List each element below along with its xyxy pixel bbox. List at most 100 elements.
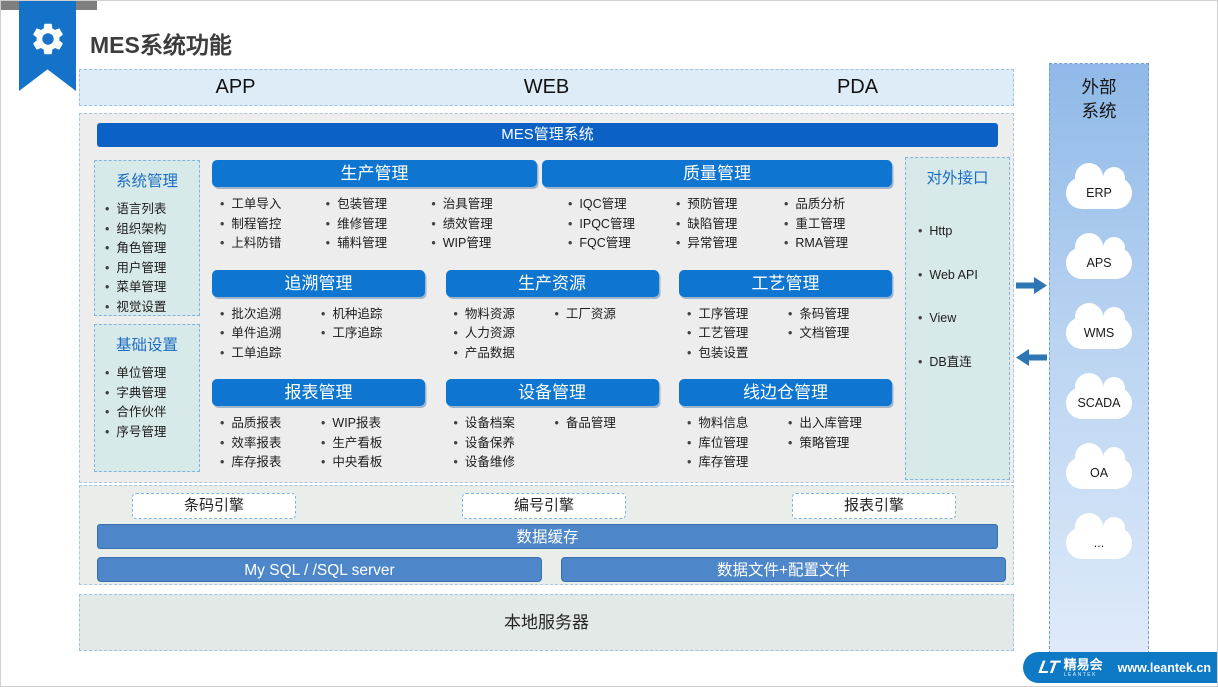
modules-grid: 生产管理 工单导入制程管控上料防错 包装管理维修管理辅料管理 治具管理绩效管理W… [212,160,892,489]
list-item: 角色管理 [105,239,199,259]
module-header: 生产资源 [445,269,659,297]
list-item: 人力资源 [454,324,555,344]
system-management-list: 语言列表组织架构角色管理用户管理菜单管理视觉设置 [105,200,199,317]
cloud-icon: WMS [1066,303,1132,350]
brand-name-block: 精易会 LEANTEK [1064,658,1103,678]
list-item: 包装设置 [687,344,788,364]
list-item: 辅料管理 [326,234,432,254]
list-item: 上料防错 [220,234,326,254]
cloud-icon: OA [1066,443,1132,490]
list-item: 机种追踪 [321,305,422,325]
brand-url: www.leantek.cn [1117,660,1211,675]
data-cache-bar: 数据缓存 [97,524,998,549]
module-header: 线边仓管理 [679,379,892,406]
item-column: 预防管理缺陷管理异常管理 [676,195,784,254]
engine-box: 条码引擎 [132,493,296,519]
list-item: 备品管理 [555,414,656,434]
item-column: 工序管理工艺管理包装设置 [687,305,788,364]
module-quality: 质量管理 IQC管理IPQC管理FQC管理 预防管理缺陷管理异常管理 品质分析重… [542,160,892,254]
item-column: 设备档案设备保养设备维修 [454,414,555,473]
cloud-system-label: WMS [1083,326,1115,341]
interface-list: HttpWeb API ViewDB直连 [918,222,1009,372]
list-item: 库位管理 [687,434,788,454]
list-item: 用户管理 [105,259,199,279]
cloud-system-label: APS [1086,256,1112,271]
item-column: 条码管理文档管理 [788,305,889,364]
list-item: 包装管理 [326,195,432,215]
panel-external-interface: 对外接口 HttpWeb APIViewDB直连 [905,157,1010,480]
data-files-bar: 数据文件+配置文件 [561,557,1006,582]
list-item: 组织架构 [105,220,199,240]
module-header: 追溯管理 [212,269,425,297]
panel-system-management: 系统管理 语言列表组织架构角色管理用户管理菜单管理视觉设置 [94,160,200,316]
module-items: 物料信息库位管理库存管理 出入库管理策略管理 [679,414,892,473]
module-header: 工艺管理 [679,269,892,297]
list-item: Web API [918,266,1009,286]
list-item: Http [918,222,1009,242]
ribbon-badge [19,1,76,91]
cloud-system-label: ERP [1086,186,1112,201]
list-item: 视觉设置 [105,298,199,318]
cloud-system-label: ... [1093,536,1105,551]
list-item: WIP管理 [431,234,537,254]
cloud-icon: SCADA [1066,373,1132,420]
list-item: 治具管理 [431,195,537,215]
list-item: 中央看板 [321,453,422,473]
list-item: 设备维修 [454,453,555,473]
module-items: 工序管理工艺管理包装设置 条码管理文档管理 [679,305,892,364]
modules-row-1: 生产管理 工单导入制程管控上料防错 包装管理维修管理辅料管理 治具管理绩效管理W… [212,160,892,254]
module-production: 生产管理 工单导入制程管控上料防错 包装管理维修管理辅料管理 治具管理绩效管理W… [212,160,537,254]
engine-layer: 条码引擎编号引擎报表引擎 数据缓存 My SQL / /SQL server 数… [79,485,1014,585]
engine-row: 条码引擎编号引擎报表引擎 [80,493,1013,519]
list-item: 重工管理 [784,215,892,235]
module-header: 设备管理 [445,379,659,406]
panel-title: 系统管理 [115,173,178,190]
module-header: 质量管理 [542,160,892,187]
list-item: 绩效管理 [431,215,537,235]
list-item: RMA管理 [784,234,892,254]
item-column: 品质报表效率报表库存报表 [220,414,321,473]
cloud-icon: ... [1066,513,1132,560]
module-header: 报表管理 [212,379,425,406]
modules-row-2: 追溯管理 批次追溯单件追溯工单追踪 机种追踪工序追踪 生产资源 物料资源人力资源… [212,269,892,364]
list-item: 物料资源 [454,305,555,325]
mes-system-panel: MES管理系统 系统管理 语言列表组织架构角色管理用户管理菜单管理视觉设置 基础… [79,113,1014,483]
module-production-resources: 生产资源 物料资源人力资源产品数据 工厂资源 [445,269,659,364]
list-item: 文档管理 [788,324,889,344]
item-column: 批次追溯单件追溯工单追踪 [220,305,321,364]
brand-name: 精易会 [1063,656,1103,672]
brand-subtitle: LEANTEK [1063,671,1097,678]
list-item: 序号管理 [105,423,199,443]
list-item: 产品数据 [454,344,555,364]
list-item: 工单导入 [220,195,326,215]
item-column: 包装管理维修管理辅料管理 [326,195,432,254]
list-item: 批次追溯 [220,305,321,325]
item-column: 治具管理绩效管理WIP管理 [431,195,537,254]
module-items: 品质报表效率报表库存报表 WIP报表生产看板中央看板 [212,414,425,473]
module-equipment: 设备管理 设备档案设备保养设备维修 备品管理 [445,379,659,473]
brand-footer: LT 精易会 LEANTEK www.leantek.cn [1023,652,1217,683]
list-item: 条码管理 [788,305,889,325]
module-process-management: 工艺管理 工序管理工艺管理包装设置 条码管理文档管理 [679,269,892,364]
engine-box: 报表引擎 [792,493,956,519]
database-bar: My SQL / /SQL server [97,557,542,582]
list-item: 工厂资源 [555,305,656,325]
cloud-system-label: SCADA [1077,396,1121,411]
list-item: DB直连 [918,353,1009,373]
item-column: 物料信息库位管理库存管理 [687,414,788,473]
list-item: View [918,309,1009,329]
list-item: WIP报表 [321,414,422,434]
leantek-logo-icon: LT [1037,657,1060,677]
list-item: 品质分析 [784,195,892,215]
list-item: 库存管理 [687,453,788,473]
module-items: IQC管理IPQC管理FQC管理 预防管理缺陷管理异常管理 品质分析重工管理RM… [542,195,892,254]
list-item: FQC管理 [568,234,676,254]
module-items: 工单导入制程管控上料防错 包装管理维修管理辅料管理 治具管理绩效管理WIP管理 [212,195,537,254]
cloud-icon: APS [1066,233,1132,280]
item-column: 物料资源人力资源产品数据 [454,305,555,364]
channel-label: WEB [523,76,570,98]
module-items: 设备档案设备保养设备维修 备品管理 [446,414,659,473]
list-item: 出入库管理 [788,414,889,434]
